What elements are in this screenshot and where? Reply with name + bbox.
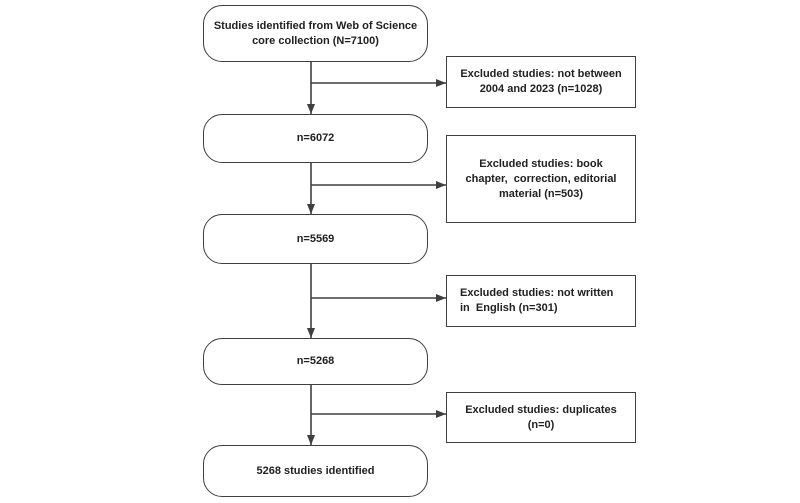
node-studies-identified: Studies identified from Web of Science c… (203, 5, 428, 62)
exclusion-year-label: Excluded studies: not between 2004 and 2… (460, 68, 622, 95)
node-n5569-label: n=5569 (296, 232, 335, 245)
node-n6072: n=6072 (203, 114, 428, 163)
node-n5268: n=5268 (203, 338, 428, 385)
exclusion-type-label: Excluded studies: book chapter, correcti… (465, 157, 617, 200)
node-n5569: n=5569 (203, 214, 428, 264)
exclusion-not-written-in-english: Excluded studies: not written in English… (446, 275, 636, 327)
node-n6072-label: n=6072 (296, 132, 335, 144)
node-final-studies: 5268 studies identified (203, 445, 428, 497)
exclusion-not-between-2004-2023: Excluded studies: not between 2004 and 2… (446, 56, 636, 108)
node-final-studies-label: 5268 studies identified (256, 464, 375, 477)
exclusion-duplicates: Excluded studies: duplicates (n=0) (446, 392, 636, 443)
exclusion-duplicates-label: Excluded studies: duplicates (n=0) (465, 403, 617, 431)
node-studies-identified-label: Studies identified from Web of Science c… (213, 19, 418, 47)
node-n5268-label: n=5268 (296, 355, 335, 367)
exclusion-book-chapter-correction-editorial: Excluded studies: book chapter, correcti… (446, 135, 636, 223)
exclusion-language-label: Excluded studies: not written in English… (460, 287, 614, 314)
